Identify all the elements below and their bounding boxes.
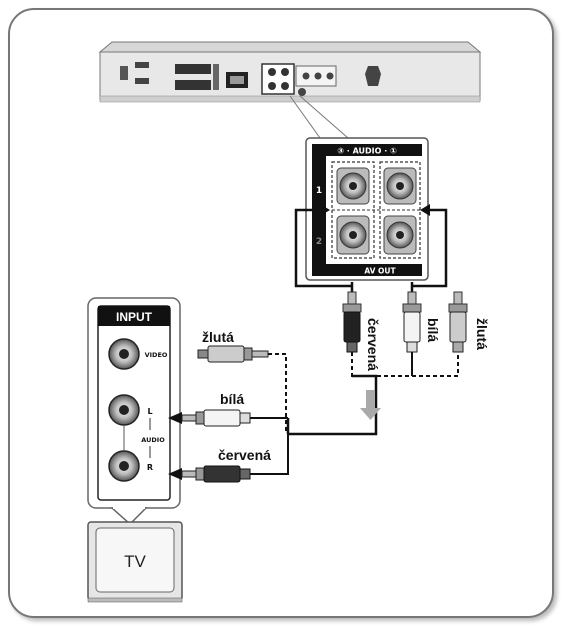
av-out-label: AV OUT [364,267,396,276]
power-socket-icon [120,66,128,80]
rca-plug-red-horizontal [168,465,251,483]
left-channel-label: L [147,407,152,416]
input-header: INPUT [116,310,153,324]
rca-plug-yellow [448,291,468,353]
video-jack-icon [108,338,140,370]
right-channel-label: R [147,463,153,472]
arrow-left-icon [420,204,430,216]
audio-out-header: ③ · AUDIO · ① [337,147,397,156]
signal-direction-arrow-icon [360,390,381,420]
arrow-right-icon [320,204,330,216]
arrow-left-icon [168,468,182,480]
player-unit [98,41,482,103]
row-2-label: 2 [316,237,322,247]
audio-right-jack-icon [108,450,140,482]
label-red-right: červená [365,318,381,371]
scart-connector-icon [175,64,211,74]
rca-jack-icon [336,215,370,255]
speaker-terminal-icon [365,66,381,86]
rca-plug-white-horizontal [168,409,251,427]
tv-icon: TV [87,521,183,603]
av-out-panel: ③ · AUDIO · ① AV OUT 1 2 [305,137,430,281]
video-label: VIDEO [145,351,168,359]
av-out-panel-mini [261,63,295,95]
tv-input-panel: INPUT VIDEO L AUDIO R [87,297,181,509]
arrow-left-icon [168,412,182,424]
label-white-left: bílá [220,391,244,407]
tv-label: TV [124,552,146,571]
label-yellow-right: žlutá [474,318,490,350]
row-1-label: 1 [316,186,322,196]
label-red-left: červená [218,447,271,463]
audio-label: AUDIO [141,436,165,444]
rca-plug-yellow-horizontal [197,345,269,363]
label-white-right: bílá [425,318,441,342]
rca-jack-icon [383,167,417,205]
audio-left-jack-icon [108,394,140,426]
rca-jack-icon [383,215,417,255]
rca-plug-white [402,291,422,353]
rca-plug-red [342,291,362,353]
label-yellow-left: žlutá [202,329,234,345]
rca-jack-icon [336,167,370,205]
